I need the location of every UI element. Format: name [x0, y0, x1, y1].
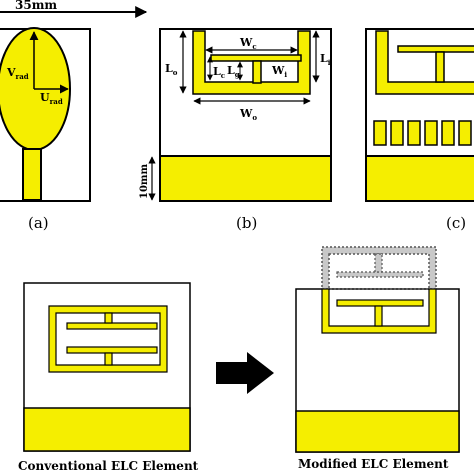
caption-a: (a): [28, 214, 49, 232]
conventional-elc-ring: [48, 305, 168, 373]
conventional-stem-top: [104, 312, 113, 324]
removed-plate: [336, 271, 424, 278]
capacitor-plate-c: [397, 45, 474, 53]
removed-stem: [374, 253, 383, 273]
ground-height-label: 10mm: [139, 164, 150, 199]
u-rad-label: Urad: [40, 91, 63, 106]
w-i-label: Wi: [271, 64, 287, 79]
feed-line: [22, 148, 42, 201]
caption-c: (c): [446, 214, 466, 232]
ground-plane-modified: [295, 410, 460, 453]
panel-a: 35mm Vrad Urad (a): [0, 0, 148, 232]
w-c-label: Wc: [239, 36, 257, 51]
l-o-label: Lo: [165, 62, 178, 77]
modified-stem: [374, 305, 383, 327]
inner-stem: [252, 60, 262, 84]
slot-element: [373, 120, 387, 146]
ground-plane-c: [365, 155, 474, 202]
slot-element: [458, 120, 472, 146]
ground-plane-conventional: [23, 407, 191, 452]
modified-plate: [336, 299, 424, 307]
width-label: 35mm: [15, 0, 57, 12]
elc-ring-c: [375, 30, 474, 95]
slot-element: [424, 120, 438, 146]
conventional-stem-bottom: [104, 352, 113, 366]
capacitor-plate: [210, 54, 302, 62]
slot-element: [407, 120, 421, 146]
caption-b: (b): [236, 214, 257, 232]
caption-conventional: Conventional ELC Element: [18, 459, 199, 473]
conventional-plate-top: [66, 322, 158, 330]
slot-element: [441, 120, 455, 146]
panel-c: (c): [365, 28, 474, 232]
l-g-label: Lg: [227, 64, 240, 79]
elc-outer-ring: [192, 30, 311, 95]
transform-arrow: [216, 352, 274, 394]
inner-stem-c: [435, 51, 445, 83]
v-rad-label: Vrad: [6, 66, 29, 81]
l-c-label: Lc: [213, 65, 225, 80]
l-i-label: Li: [320, 52, 331, 67]
conventional-plate-bottom: [66, 346, 158, 354]
modified-elc-panel: Modified ELC Element: [295, 246, 460, 471]
panel-b: Wc Lo Lc Lg Wi Li Wo 10mm (b): [139, 28, 332, 232]
slot-element: [390, 120, 404, 146]
conventional-elc-panel: Conventional ELC Element: [18, 282, 199, 473]
w-o-label: Wo: [239, 107, 257, 122]
modified-elc-ring: [321, 288, 437, 334]
ground-plane-b: [159, 155, 332, 202]
caption-modified: Modified ELC Element: [298, 457, 449, 471]
